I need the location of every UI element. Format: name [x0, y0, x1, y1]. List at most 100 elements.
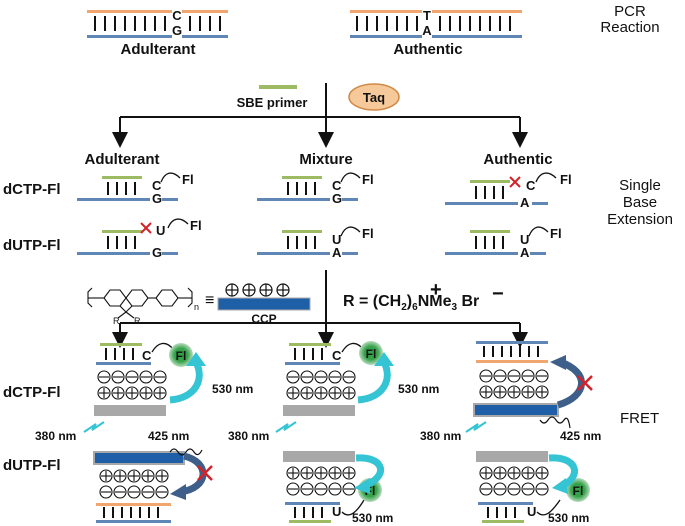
branch-arrows-bottom: [112, 270, 528, 348]
authentic-pcr-label: Authentic: [393, 41, 462, 58]
excitation-lightning-icon: [275, 421, 297, 433]
plus-charges: [99, 469, 169, 483]
fl-fluorophore-icon: [359, 341, 383, 365]
mismatch-cross-icon: [140, 222, 152, 234]
plus-charges: [97, 386, 167, 400]
sbe-side-line3: Extension: [607, 211, 673, 228]
sbe-base-g: G: [152, 245, 162, 260]
sbe-primer-strand: [259, 85, 297, 89]
sbe-side-line1: Single: [619, 177, 661, 194]
fret-nm380: 380 nm: [228, 429, 269, 443]
formula-suffix: NMe: [418, 293, 452, 310]
fret-arrow: [548, 454, 578, 490]
sbe-col-authentic: Authentic: [483, 151, 552, 168]
fret-base-u: U: [332, 504, 341, 519]
sbe-fl-label: Fl: [190, 218, 202, 233]
phenylene-ring: [155, 289, 179, 307]
fret-left-dutp: 425 nm: [93, 429, 213, 523]
sbe-base-a: A: [520, 195, 530, 210]
pcr-label-line2: Reaction: [600, 19, 659, 36]
sbe-col-mixture: Mixture: [299, 151, 352, 168]
fret-nm530: 530 nm: [352, 511, 393, 525]
adulterant-lower-strand-left: [87, 35, 172, 38]
fluorene-ring-right: [125, 289, 149, 307]
authentic-lower-strand-right: [432, 35, 522, 38]
adulterant-upper-strand-left: [87, 10, 172, 13]
fret-nm530: 530 nm: [548, 511, 589, 525]
authentic-top-base: T: [423, 8, 431, 23]
taq-label: Taq: [363, 90, 385, 105]
fret-left-dctp: C Fl 530 nm 380 nm: [35, 342, 253, 443]
plus-charges: [479, 385, 549, 399]
authentic-upper-strand-right: [432, 10, 522, 13]
blocked-cross-icon: [577, 375, 593, 391]
sbe-col-adulterant: Adulterant: [85, 151, 160, 168]
sbe-authentic-dctp: C A Fl: [445, 172, 572, 210]
sbe-side-line2: Base: [623, 194, 657, 211]
fret-base-c: C: [332, 348, 342, 363]
sbe-row-dutp: dUTP-Fl: [3, 237, 61, 254]
blocked-cross-icon: [197, 465, 213, 481]
minus-charges: [97, 370, 167, 384]
fret-right-dutp: U Fl 530 nm: [476, 451, 590, 525]
blocked-fret-arrow: [556, 358, 585, 409]
sbe-base-u: U: [520, 232, 529, 247]
sbe-base-a: A: [520, 245, 530, 260]
ccp-grey-bar: [283, 405, 355, 416]
fret-nm380: 380 nm: [35, 429, 76, 443]
pcr-adulterant-duplex: C G Adulterant: [87, 8, 228, 58]
fret-fl-label: Fl: [176, 349, 187, 363]
emission-wave-icon: [169, 448, 203, 456]
sbe-fl-label: Fl: [182, 172, 194, 187]
sbe-base-a: A: [332, 245, 342, 260]
sbe-fl-label: Fl: [362, 226, 374, 241]
ccp-grey-bar: [94, 405, 166, 416]
sbe-mixture-dctp: C G Fl: [257, 172, 374, 206]
fl-fluorophore-icon: [566, 478, 590, 502]
sbe-base-g: G: [152, 191, 162, 206]
minus-charges: [286, 370, 356, 384]
adulterant-top-base: C: [172, 8, 182, 23]
taq-enzyme-badge: [348, 83, 400, 111]
sbe-mixture-dutp: U A Fl: [257, 226, 374, 260]
formula-sub2: 6: [412, 302, 418, 313]
sbe-primer-label: SBE primer: [237, 95, 308, 110]
sbe-base-c: C: [332, 178, 342, 193]
formula-sub3: 3: [451, 302, 457, 313]
fret-arrow: [357, 360, 391, 404]
authentic-lower-strand-left: [350, 35, 422, 38]
sbe-fl-label: Fl: [550, 226, 562, 241]
ccp-r2: R: [134, 316, 141, 326]
formula-br: Br: [457, 293, 479, 310]
adulterant-pcr-label: Adulterant: [121, 41, 196, 58]
fret-arrow: [169, 360, 203, 404]
ccp-grey-bar: [476, 451, 548, 462]
ccp-n: n: [194, 302, 199, 312]
ccp-structure: [87, 287, 193, 319]
adulterant-upper-strand-right: [182, 10, 228, 13]
ccp-equiv: ≡: [205, 292, 214, 309]
fret-nm380: 380 nm: [420, 429, 461, 443]
fret-right-dctp: 380 nm 425 nm: [420, 341, 601, 443]
formula-plus: +: [430, 279, 442, 301]
minus-charges: [286, 482, 356, 496]
fret-nm425: 425 nm: [560, 429, 601, 443]
plus-charges: [286, 386, 356, 400]
plus-charges: [479, 466, 549, 480]
minus-charges: [479, 369, 549, 383]
ccp-polymer-icon: [217, 283, 311, 311]
emission-wave-icon: [539, 416, 571, 429]
fret-side-label: FRET: [620, 410, 659, 427]
sbe-fl-label: Fl: [560, 172, 572, 187]
authentic-upper-strand-left: [350, 10, 422, 13]
adulterant-base-pair-ticks: [94, 16, 221, 31]
minus-charges: [479, 482, 549, 496]
fret-base-c: C: [142, 348, 152, 363]
formula-prefix: R = (CH: [343, 293, 401, 310]
bracket-right: [187, 287, 193, 308]
authentic-base-pair-ticks: [356, 16, 511, 31]
fluorene-ring-left: [103, 289, 127, 307]
pcr-authentic-duplex: T A Authentic: [350, 8, 522, 58]
minus-charges: [99, 485, 169, 499]
